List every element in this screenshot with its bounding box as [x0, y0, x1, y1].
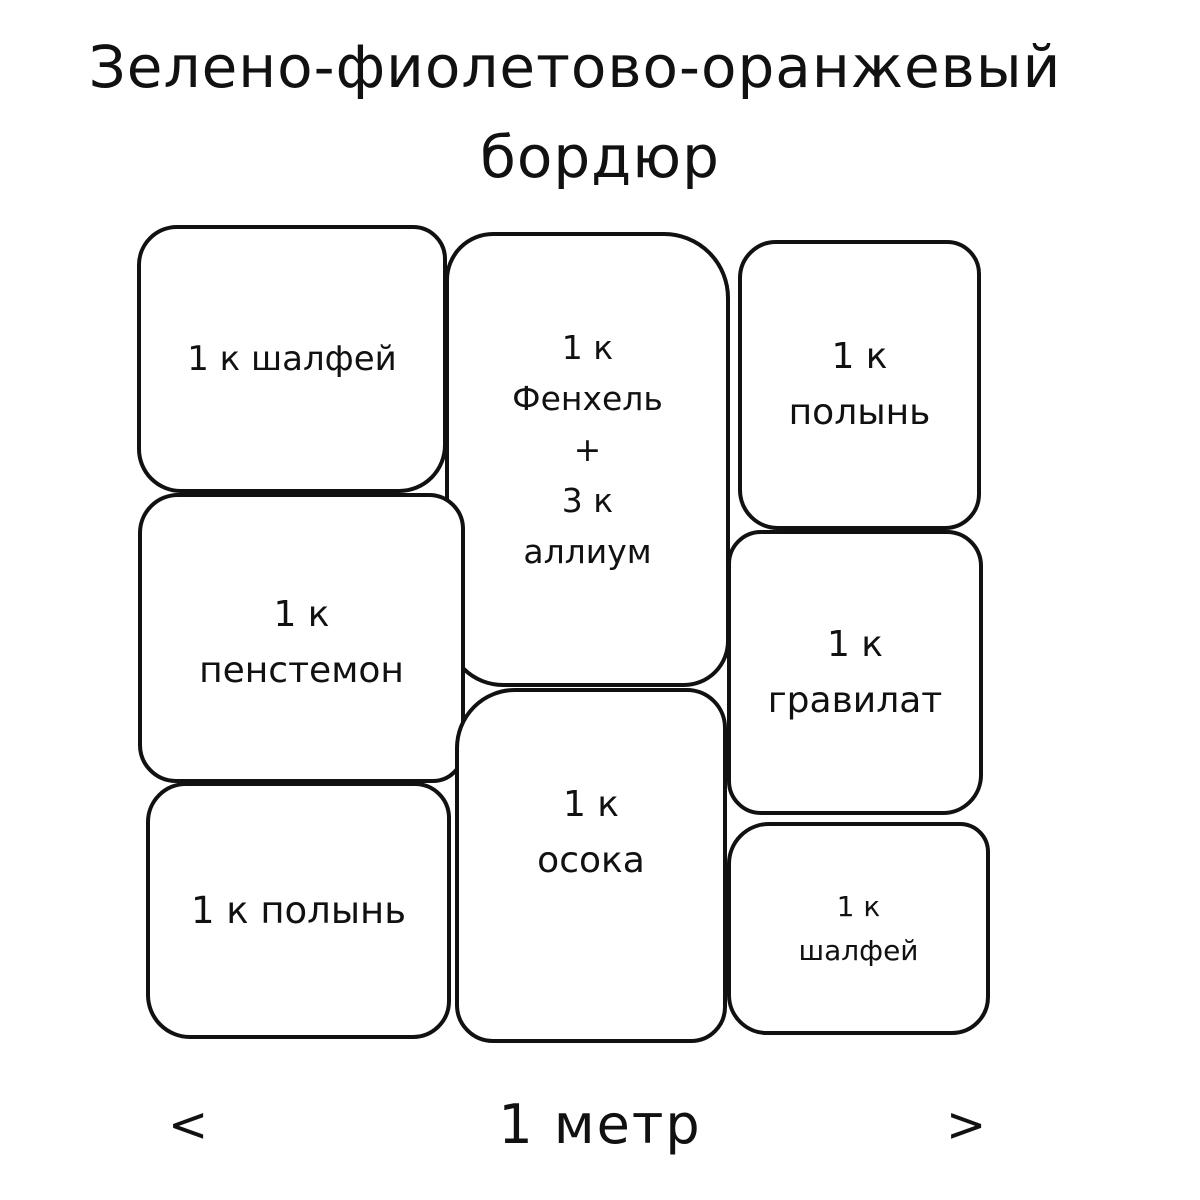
plant-bed-wormwood-top-right: 1 к полынь	[738, 240, 981, 530]
bed-label: 1 к полынь	[190, 888, 407, 932]
plant-bed-fennel-allium: 1 к Фенхель + 3 к аллиум	[445, 232, 730, 687]
diagram-title: Зелено-фиолетово-оранжевый	[88, 33, 1062, 101]
bed-label: 1 к	[273, 594, 330, 636]
diagram-title-second-line: бордюр	[480, 123, 720, 191]
bed-label: 1 к	[836, 890, 881, 924]
bed-label: 3 к	[561, 481, 614, 521]
bed-label: гравилат	[767, 679, 943, 721]
plant-bed-sage-top-left: 1 к шалфей	[137, 225, 447, 493]
bed-label: осока	[537, 840, 645, 881]
bed-label: 1 к	[562, 784, 620, 826]
bed-label: шалфей	[798, 933, 919, 967]
bed-label: полынь	[788, 392, 931, 433]
bed-label: 1 к	[831, 336, 888, 378]
bed-label: 1 к	[826, 623, 884, 665]
width-measurement-label: 1 метр	[498, 1093, 702, 1156]
bed-label: 1 к шалфей	[187, 338, 397, 379]
width-measurement: < 1 метр >	[0, 1090, 1200, 1160]
right-arrow-icon: >	[946, 1097, 987, 1153]
plant-bed-wormwood-bottom-left: 1 к полынь	[146, 782, 451, 1039]
bed-label: пенстемон	[199, 650, 404, 691]
bed-label: аллиум	[523, 532, 652, 572]
plant-bed-geum: 1 к гравилат	[727, 530, 983, 815]
plant-bed-penstemon: 1 к пенстемон	[138, 493, 465, 783]
bed-label: +	[573, 429, 602, 469]
bed-label: 1 к	[561, 327, 614, 367]
plant-bed-sage-bottom-right: 1 к шалфей	[727, 822, 990, 1035]
left-arrow-icon: <	[168, 1097, 209, 1153]
bed-label: Фенхель	[512, 378, 663, 418]
plant-bed-sedge: 1 к осока	[455, 688, 727, 1043]
